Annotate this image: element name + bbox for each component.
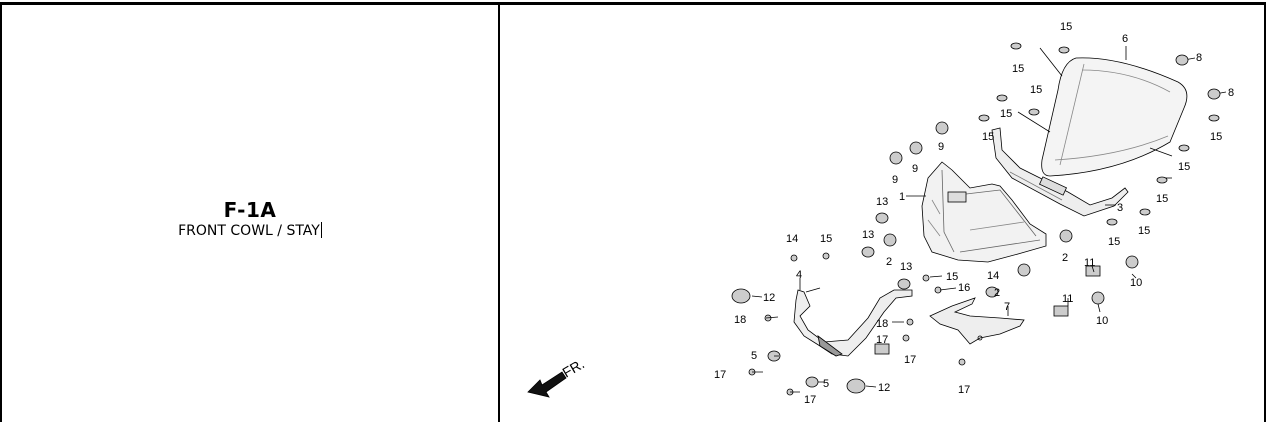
front-direction-arrow bbox=[527, 371, 567, 398]
callout-label: 2 bbox=[1062, 252, 1068, 264]
front-cowl-part bbox=[921, 161, 1047, 263]
section-name-row: FRONT COWL / STAY bbox=[2, 221, 498, 241]
callout-label: 15 bbox=[1156, 193, 1168, 205]
diagram-panel: 15 6 8 8 15 15 15 15 15 15 15 15 15 3 9 … bbox=[500, 5, 1264, 422]
callout-label: 13 bbox=[876, 196, 888, 208]
callout-label: 13 bbox=[862, 229, 874, 241]
callout-label: 18 bbox=[876, 318, 888, 330]
callout-label: 18 bbox=[734, 314, 746, 326]
text-caret bbox=[320, 222, 322, 238]
callout-label: 14 bbox=[786, 233, 798, 245]
title-block: F-1A FRONT COWL / STAY bbox=[2, 199, 498, 241]
callout-label: 5 bbox=[751, 350, 757, 362]
callout-label: 2 bbox=[886, 256, 892, 268]
callout-label: 17 bbox=[904, 354, 916, 366]
callout-label: 15 bbox=[1108, 236, 1120, 248]
callout-label: 12 bbox=[878, 382, 890, 394]
callout-label: 14 bbox=[987, 270, 999, 282]
callout-label: 5 bbox=[823, 378, 829, 390]
callout-label: 15 bbox=[1138, 225, 1150, 237]
panel-divider bbox=[498, 5, 500, 422]
fasteners-group bbox=[731, 42, 1221, 396]
callout-label: 13 bbox=[900, 261, 912, 273]
title-panel: F-1A FRONT COWL / STAY bbox=[2, 5, 498, 422]
callout-label: 17 bbox=[958, 384, 970, 396]
callout-label: 17 bbox=[714, 369, 726, 381]
callout-label: 15 bbox=[1030, 84, 1042, 96]
callout-label: 16 bbox=[958, 282, 970, 294]
callout-label: 15 bbox=[1012, 63, 1024, 75]
callout-label: 11 bbox=[1062, 293, 1073, 305]
callout-label: 15 bbox=[820, 233, 832, 245]
callout-label: 4 bbox=[796, 269, 802, 281]
upper-stay-part bbox=[991, 127, 1129, 217]
callout-label: 10 bbox=[1130, 277, 1142, 289]
callout-label: 6 bbox=[1122, 33, 1128, 45]
callout-label: 15 bbox=[1210, 131, 1222, 143]
callout-label: 9 bbox=[912, 163, 918, 175]
callout-label: 17 bbox=[804, 394, 816, 406]
callout-label: 9 bbox=[892, 174, 898, 186]
callout-label: 8 bbox=[1228, 87, 1234, 99]
section-name: FRONT COWL / STAY bbox=[178, 223, 320, 239]
lower-stay-part bbox=[793, 287, 913, 357]
callout-label: 9 bbox=[938, 141, 944, 153]
exploded-parts-diagram: 15 6 8 8 15 15 15 15 15 15 15 15 15 3 9 … bbox=[527, 21, 1235, 406]
windscreen-part bbox=[1041, 57, 1188, 177]
callout-label: 17 bbox=[876, 334, 888, 346]
callout-label: 12 bbox=[763, 292, 775, 304]
callout-label: 7 bbox=[1004, 301, 1010, 313]
callout-label: 15 bbox=[946, 271, 958, 283]
callout-labels: 15 6 8 8 15 15 15 15 15 15 15 15 15 3 9 … bbox=[560, 21, 1235, 406]
callout-label: 15 bbox=[1178, 161, 1190, 173]
callout-label: 1 bbox=[899, 191, 905, 203]
callout-label: 8 bbox=[1196, 52, 1202, 64]
callout-label: 15 bbox=[982, 131, 994, 143]
side-stay-part bbox=[929, 297, 1025, 345]
section-code: F-1A bbox=[223, 198, 277, 222]
callout-label: 2 bbox=[994, 287, 1000, 299]
callout-label: 10 bbox=[1096, 315, 1108, 327]
callout-label: 3 bbox=[1117, 202, 1123, 214]
callout-label: 15 bbox=[1060, 21, 1072, 33]
callout-label: 15 bbox=[1000, 108, 1012, 120]
callout-label: 11 bbox=[1084, 257, 1095, 269]
